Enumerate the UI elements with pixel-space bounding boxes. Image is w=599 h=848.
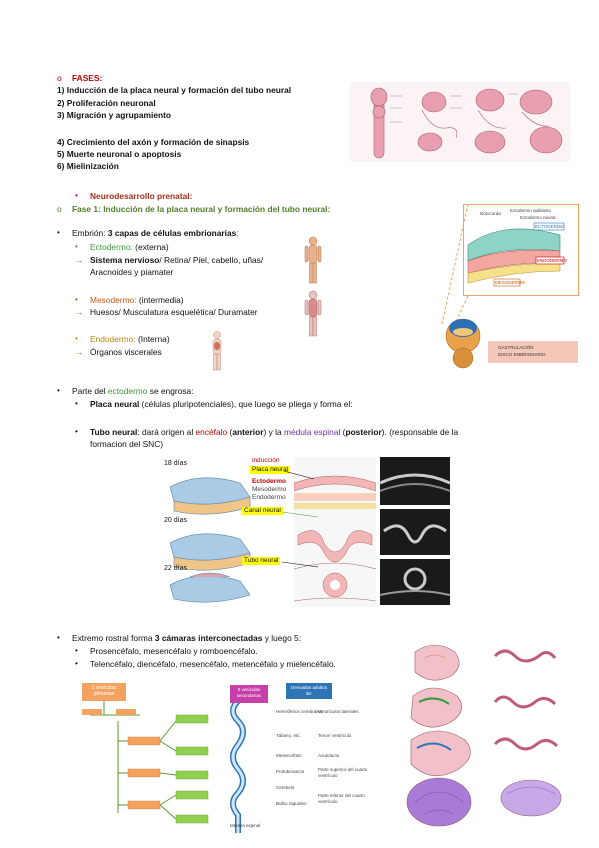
secondary-vesicles-box: 5 vesículas secundarias	[230, 685, 268, 703]
day-18-label: 18 días	[164, 460, 187, 467]
ventricle-3: Parte superior del cuarto ventrículo	[318, 767, 368, 778]
endoderm-line: Endodermo: (Interna)	[90, 334, 170, 344]
phase-item-4: 4) Crecimiento del axón y formación de s…	[57, 137, 250, 147]
ectodermo-label: Ectodermo	[252, 478, 286, 485]
bullet: •	[75, 191, 78, 200]
tubo-neural-label: Tubo neural	[242, 557, 281, 566]
endoderm-sub: Órganos viscerales	[90, 347, 162, 357]
rostral-item-2: Telencéfalo, diencéfalo, mesencéfalo, me…	[90, 659, 336, 669]
ectoderm-thickens: Parte del ectodermo se engrosa:	[72, 386, 194, 396]
cross-section-column	[293, 457, 377, 607]
arrow-icon: →	[75, 255, 84, 265]
caption-gastrulacion: GASTRULACIÓN	[498, 345, 534, 350]
label-pointers	[282, 470, 319, 568]
phase1-heading: Fase 1: Inducción de la placa neural y f…	[72, 204, 331, 214]
phase1-marker: o	[57, 204, 62, 214]
label-epiblasto: Ectodermo epiblasto	[510, 208, 552, 213]
brain-development-figure	[395, 632, 575, 832]
bullet: •	[75, 646, 78, 655]
bullet: •	[75, 659, 78, 668]
bullet: •	[75, 295, 78, 304]
label-ecto-neural: Ectodermo neural	[520, 215, 556, 220]
prenatal-heading: Neurodesarrollo prenatal:	[90, 191, 193, 201]
rostral-intro: Extremo rostral forma 3 cámaras intercon…	[72, 633, 302, 643]
bullet: •	[57, 228, 60, 237]
label-mesodermo: MESODERMO	[495, 280, 526, 285]
micrograph-20	[380, 509, 450, 555]
label-endodermo: ENDODERMO	[537, 258, 567, 263]
ventricle-0: Ventrículos laterales	[318, 709, 359, 714]
bullet: •	[57, 386, 60, 395]
mesoderm-sub: Huesos/ Musculatura esquelética/ Duramat…	[90, 307, 258, 317]
neural-tube-line: Tubo neural: dará origen al encéfalo (an…	[90, 427, 459, 437]
neural-tube-formation-figure: 18 días 20 días 22 días inducción Placa …	[150, 457, 575, 607]
mesoderm-line: Mesodermo: (intermedia)	[90, 295, 184, 305]
embryo-disc-figure	[445, 318, 481, 369]
ventricle-2: Acueducto	[318, 753, 340, 758]
ectoderm-sub: Sistema nervioso/ Retina/ Piel, cabello,…	[90, 255, 264, 265]
ectoderm-sub2: Aracnoides y piamater	[90, 267, 174, 277]
phases-marker: o	[57, 73, 62, 83]
canal-neural-label: Canal neural	[242, 507, 283, 516]
ectoderm-line: Ectodermo: (externa)	[90, 242, 169, 252]
induccion-label: inducción	[252, 457, 280, 464]
derivative-4: Cerebelo	[276, 785, 295, 790]
phase-item-3: 3) Migración y agrupamiento	[57, 110, 172, 120]
endodermo-label: Endodermo	[252, 494, 286, 501]
neural-tube-line2: formacion del SNC)	[90, 439, 164, 449]
spinal-cord-label: Médula espinal	[230, 823, 261, 828]
derivative-5: Bulbo raquídeo	[276, 801, 307, 806]
bullet: •	[75, 427, 78, 436]
phases-title: FASES:	[72, 73, 103, 83]
arrow-icon: →	[75, 307, 84, 317]
bullet: •	[75, 399, 78, 408]
bullet: •	[75, 334, 78, 343]
derivative-3: Protuberancia	[276, 769, 305, 774]
ventricle-1: Tercer ventrículo	[318, 733, 352, 738]
organs-figure	[212, 331, 222, 371]
neural-development-stages-figure	[350, 82, 570, 162]
label-notocorda: Notocorda	[480, 211, 501, 216]
phase-item-2: 2) Proliferación neuronal	[57, 98, 156, 108]
micrograph-22	[379, 559, 451, 605]
adult-derivatives-box: Derivados adultos de:	[286, 683, 332, 699]
gastrulation-caption-box: GASTRULACIÓN DISCO EMBRIONARIO	[488, 341, 578, 363]
embryo-intro: Embrión: 3 capas de células embrionarias…	[72, 228, 239, 238]
arrow-icon: →	[75, 347, 84, 357]
bullet: •	[75, 242, 78, 251]
ventricle-4: Parte inferior del cuarto ventrículo	[318, 793, 365, 804]
human-body-figure	[304, 236, 322, 284]
skeleton-figure	[304, 290, 322, 337]
phase-item-1: 1) Inducción de la placa neural y formac…	[57, 85, 292, 95]
gastrulation-detail-figure: Notocorda Ectodermo epiblasto Ectodermo …	[463, 204, 579, 296]
rostral-item-1: Prosencéfalo, mesencéfalo y romboencéfal…	[90, 646, 258, 656]
day-20-label: 20 días	[164, 517, 187, 524]
mesodermo-label: Mesodermo	[252, 486, 287, 493]
derivative-1: Tálamo, etc.	[276, 733, 301, 738]
caption-disco: DISCO EMBRIONARIO	[498, 352, 546, 357]
micrograph-18	[379, 457, 451, 505]
derivative-2: Mesencéfalo	[276, 753, 302, 758]
neural-plate-line: Placa neural (células pluripotenciales),…	[90, 399, 353, 409]
phase-item-6: 6) Mielinización	[57, 161, 119, 171]
placa-neural-label: Placa neural	[250, 466, 291, 475]
phase-item-5: 5) Muerte neuronal o apoptosis	[57, 149, 182, 159]
derivative-0: Hemisferios cerebrales	[276, 709, 323, 714]
label-ectodermo: ECTODERMO	[535, 224, 565, 229]
day-22-label: 22 días	[164, 565, 187, 572]
bullet: •	[57, 633, 60, 642]
